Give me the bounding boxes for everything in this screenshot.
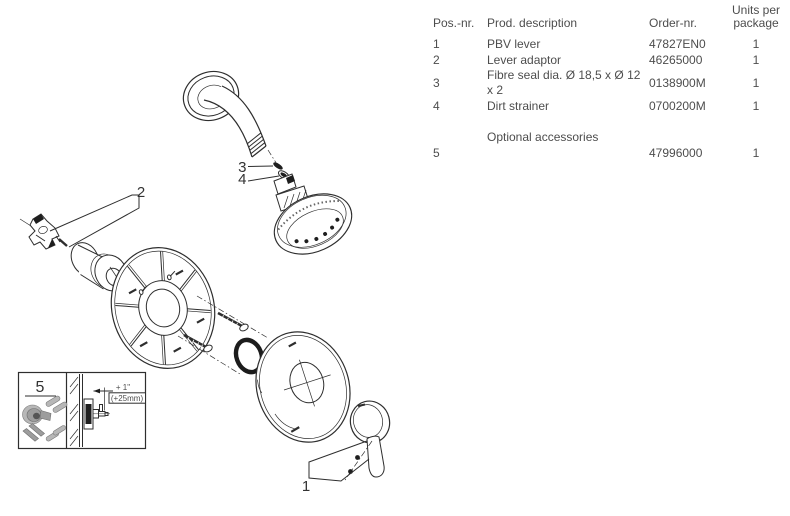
col-header-pos: Pos.-nr.: [433, 16, 475, 30]
cell-pos: 1: [433, 37, 440, 52]
cell-units: 1: [752, 37, 760, 52]
cell-order: 47827EN0: [649, 37, 706, 52]
cell-order: 46265000: [649, 52, 703, 67]
cell-units: 1: [752, 145, 760, 160]
cell-order: 47996000: [649, 145, 703, 160]
inset-box: 5: [17, 371, 147, 450]
svg-text:2: 2: [137, 184, 145, 201]
cell-order: 0138900M: [649, 75, 706, 90]
lever-handle: [349, 400, 391, 478]
table-row: 4 Dirt strainer 0700200M 1: [433, 98, 789, 114]
table-row-optional-accessories: Optional accessories: [433, 130, 789, 146]
svg-text:+ 1": + 1": [116, 383, 130, 392]
cell-description: PBV lever: [487, 37, 541, 52]
col-header-order: Order-nr.: [649, 16, 698, 30]
cell-units: 1: [752, 98, 760, 113]
table-row: 1 PBV lever 47827EN0 1: [433, 37, 789, 53]
callout-4: 4: [238, 171, 280, 188]
callout-3: 3: [238, 159, 274, 176]
plate-screw-icon: [138, 270, 176, 295]
cell-order: 0700200M: [649, 98, 706, 113]
callout-1: 1: [302, 440, 370, 495]
cell-description: Dirt strainer: [487, 98, 550, 113]
fibre-seal: [273, 162, 283, 170]
wall-screw: [183, 333, 213, 353]
col-header-units: Units per package: [731, 3, 781, 30]
svg-text:3: 3: [238, 159, 246, 176]
adaptor-screw: [55, 235, 68, 247]
cell-description: Lever adaptor: [487, 52, 562, 67]
shower-arm: [182, 70, 267, 158]
wall-section: + 1" (+25mm): [69, 374, 146, 447]
table-row: 3 Fibre seal dia. Ø 18,5 x Ø 12 x 2 0138…: [433, 68, 789, 98]
callout-2: 2: [49, 184, 145, 248]
cell-units: 1: [752, 75, 760, 90]
shower-head: [273, 173, 353, 255]
table-row: 5 47996000 1: [433, 145, 789, 161]
cell-pos: 2: [433, 52, 440, 67]
table-row: 2 Lever adaptor 46265000 1: [433, 53, 789, 69]
callout-5: 5: [36, 379, 45, 396]
parts-table: Pos.-nr. Prod. description Order-nr. Uni…: [433, 3, 789, 161]
wall-screw: [217, 311, 249, 332]
cell-pos: 4: [433, 98, 440, 113]
cell-description: Optional accessories: [487, 130, 599, 145]
exploded-parts-diagram: 3 4 2: [17, 70, 391, 495]
dimension: + 1" (+25mm): [93, 383, 146, 411]
svg-text:(+25mm): (+25mm): [111, 394, 144, 403]
o-ring: [233, 337, 265, 375]
extension-kit: 5: [22, 379, 68, 442]
cell-pos: 5: [433, 145, 440, 160]
col-header-description: Prod. description: [487, 16, 578, 30]
cell-pos: 3: [433, 75, 440, 90]
svg-text:4: 4: [238, 171, 246, 188]
cell-description: Fibre seal dia. Ø 18,5 x Ø 12 x 2: [487, 68, 641, 98]
cell-units: 1: [752, 52, 760, 67]
table-header-row: Pos.-nr. Prod. description Order-nr. Uni…: [433, 3, 789, 30]
lever-stop-bracket: [19, 213, 60, 250]
svg-text:1: 1: [302, 478, 310, 495]
escutcheon-plate: [255, 331, 351, 443]
